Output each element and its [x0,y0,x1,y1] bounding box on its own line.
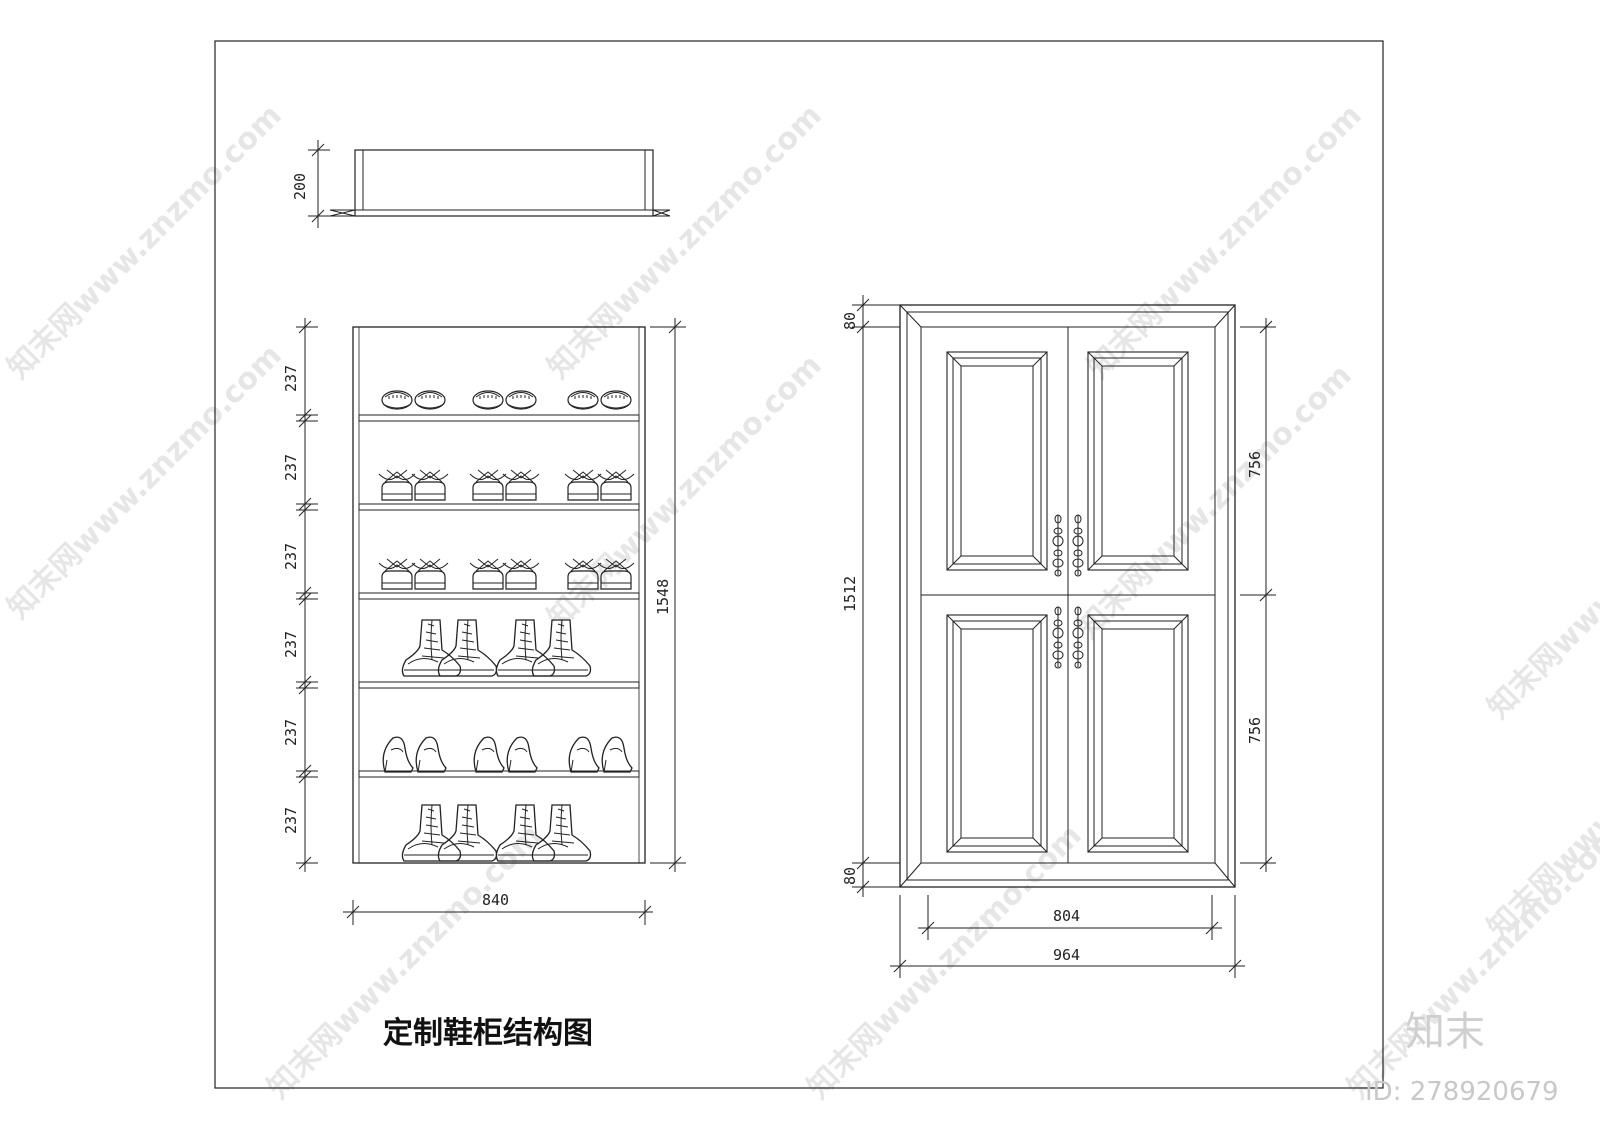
watermark-text: 知末网www.znzmo.com [1081,98,1369,386]
watermark-text: 知末网www.znzmo.com [1,98,289,386]
high-heel-icon [568,736,600,773]
shelf-height-label-1: 237 [282,365,300,392]
bow-sandal-icon [502,469,540,501]
bow-sandal-icon [564,469,602,501]
shelf-boards [358,414,640,778]
high-top-boot-icon [401,804,462,862]
slipper-icon [414,390,446,410]
high-heel-icon [382,736,414,773]
bow-sandal-icon [597,469,635,501]
top-depth-label: 200 [291,173,309,200]
door-panel [1087,614,1189,853]
shelf-height-label-6: 237 [282,807,300,834]
shoe-rack: 237 237 237 237 237 237 1548 840 [282,318,686,925]
door-bottom-frame-label: 80 [841,867,859,885]
shelf-height-label-4: 237 [282,631,300,658]
shelf-height-label-2: 237 [282,454,300,481]
door-elevation: 80 1512 80 756 756 804 964 [841,295,1276,978]
watermark-text: 知末网www.znzmo.com [541,98,829,386]
shoes [378,390,635,862]
door-panel [946,351,1048,571]
image-id: ID: 278920679 [1365,1077,1559,1107]
high-heel-icon [415,736,447,773]
shelf-height-label-3: 237 [282,543,300,570]
shelf-board [358,681,640,689]
door-outer-width-label: 964 [1053,946,1080,964]
bow-sandal-icon [502,558,540,590]
bow-sandal-icon [411,469,449,501]
rack-total-height-label: 1548 [654,579,672,615]
slipper-icon [381,390,413,410]
door-panel [1087,351,1189,571]
door-top-frame-label: 80 [841,312,859,330]
shelf-board [358,414,640,422]
high-top-boot-icon [437,804,498,862]
door-total-height-label: 1512 [841,576,859,612]
high-top-boot-icon [531,804,592,862]
high-top-boot-icon [401,619,462,677]
drawing-border [214,40,1384,1089]
high-heel-icon [473,736,505,773]
watermark-text: 知末网www.znzmo.com [1481,438,1600,726]
high-top-boot-icon [495,619,556,677]
shelf-board [358,592,640,600]
door-lower-panel-label: 756 [1246,717,1264,744]
door-upper-panel-label: 756 [1246,451,1264,478]
door-handle-icon[interactable] [1052,606,1064,669]
door-panel [946,614,1048,853]
slipper-icon [600,390,632,410]
top-view: 200 [291,140,671,228]
high-heel-icon [601,736,633,773]
shelf-board [358,770,640,778]
drawing-title: 定制鞋柜结构图 [383,1016,593,1051]
brand-logo: 知末 [1405,1009,1485,1055]
high-top-boot-icon [437,619,498,677]
bow-sandal-icon [411,558,449,590]
bow-sandal-icon [469,469,507,501]
door-panels [946,351,1189,853]
door-handle-icon[interactable] [1052,514,1064,577]
shelf-height-label-5: 237 [282,719,300,746]
watermark-text: 知末网www.znzmo.com [801,818,1089,1106]
door-handle-icon[interactable] [1072,514,1084,577]
high-heel-icon [506,736,538,773]
slipper-icon [505,390,537,410]
rack-width-label: 840 [482,891,509,909]
high-top-boot-icon [531,619,592,677]
bow-sandal-icon [378,558,416,590]
bow-sandal-icon [469,558,507,590]
door-inner-width-label: 804 [1053,907,1080,925]
shelf-board [358,503,640,511]
bow-sandal-icon [378,469,416,501]
watermark-text: 知末网www.znzmo.com [1,338,289,626]
slipper-icon [472,390,504,410]
slipper-icon [567,390,599,410]
